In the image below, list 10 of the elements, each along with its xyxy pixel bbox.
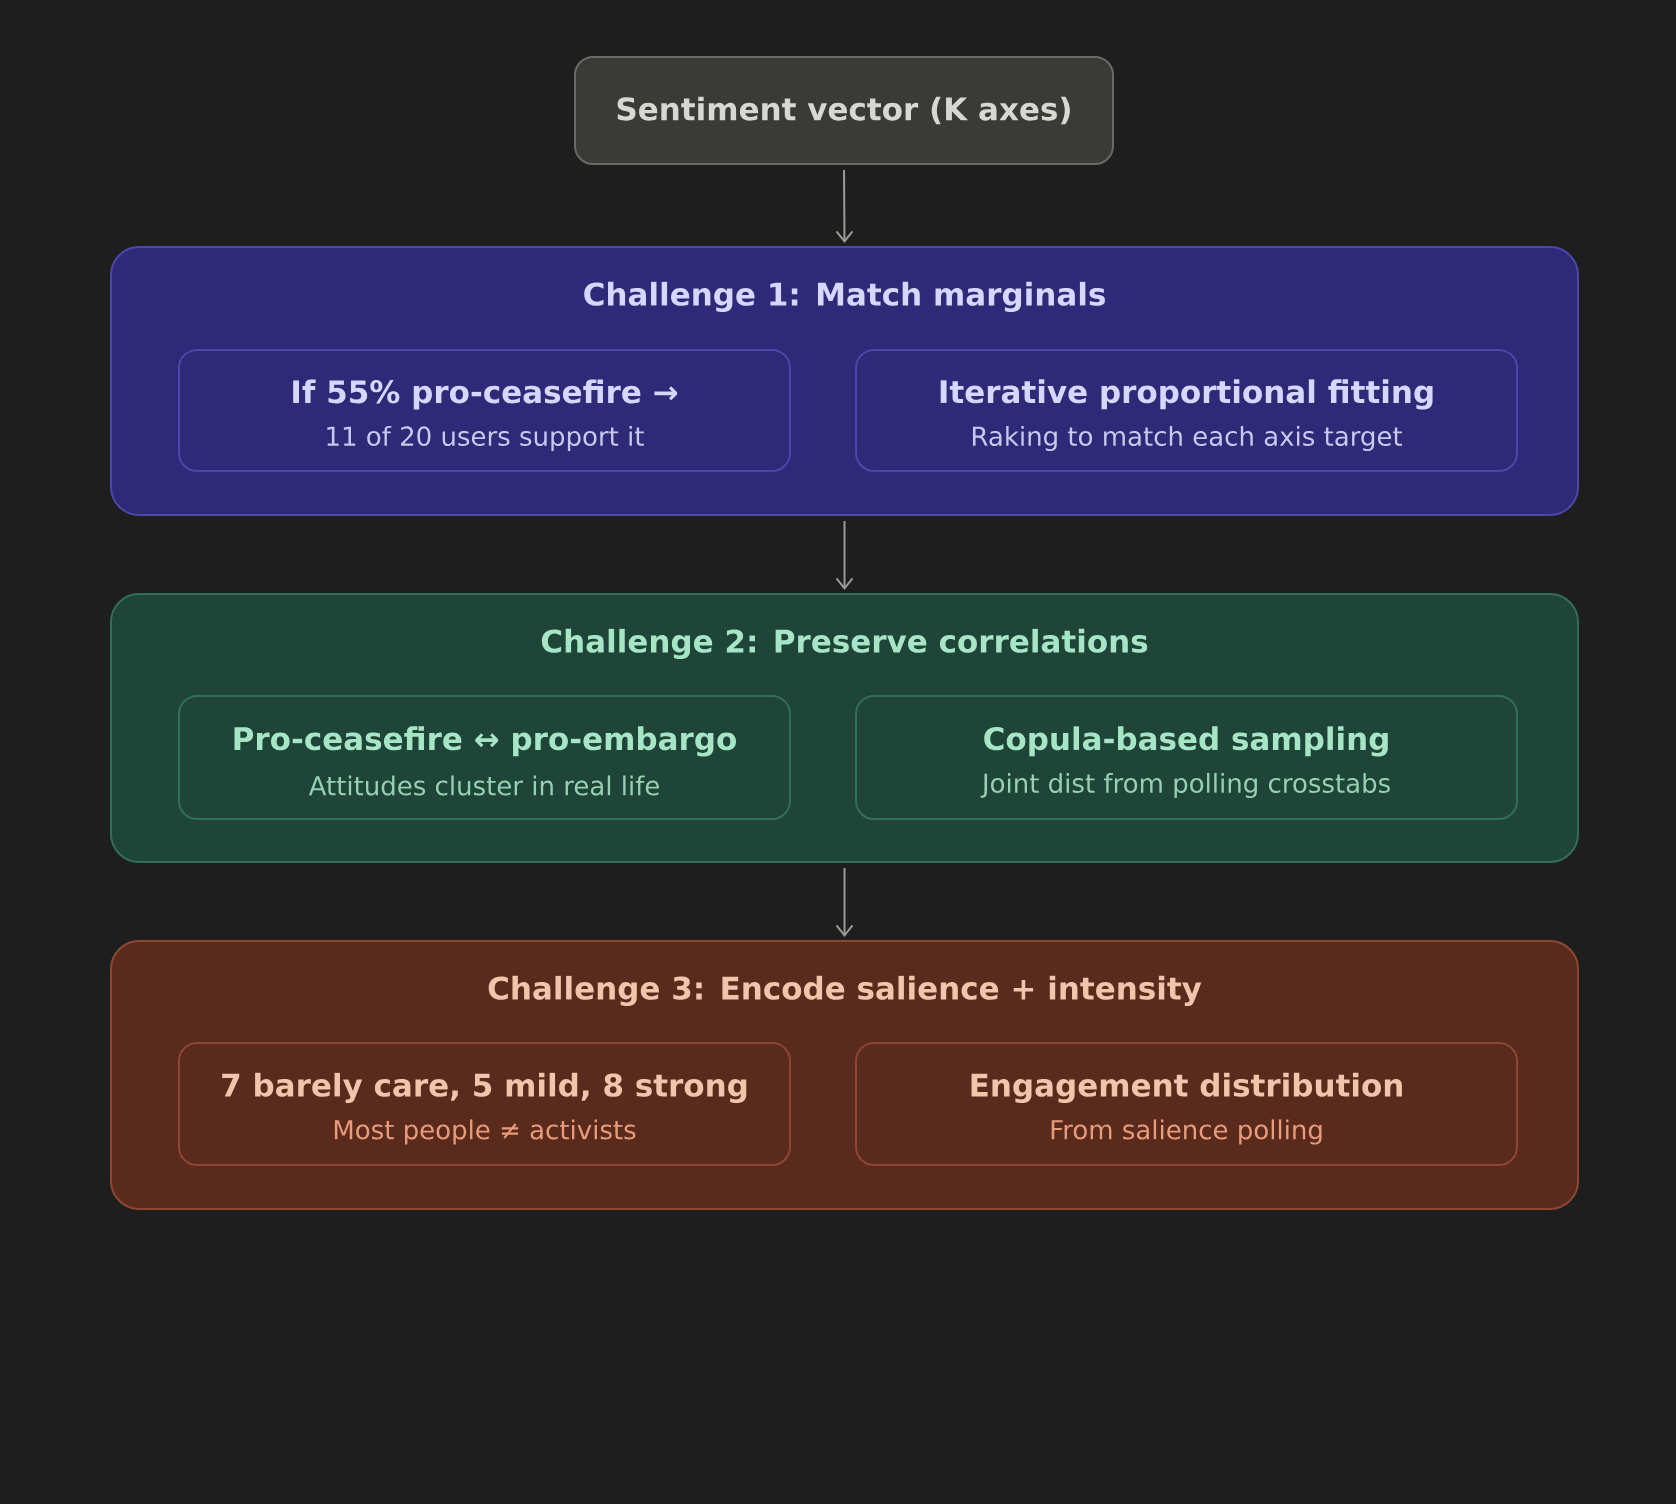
arrow xyxy=(835,520,854,590)
method-box: Copula-based sampling Joint dist from polling crosstabs xyxy=(855,695,1518,820)
method-box: Pro-ceasefire ↔ pro-embargo Attitudes cluster in real life xyxy=(178,695,791,820)
method-box: Iterative proportional fitting Raking to match each axis target xyxy=(855,349,1518,472)
method-box: 7 barely care, 5 mild, 8 strong Most people ≠ activists xyxy=(178,1042,791,1166)
arrow xyxy=(835,867,854,937)
arrow xyxy=(835,169,854,243)
method-box: If 55% pro-ceasefire → 11 of 20 users support it xyxy=(178,349,791,472)
input-box: Sentiment vector (K axes) xyxy=(574,56,1114,165)
method-box: Engagement distribution From salience polling xyxy=(855,1042,1518,1166)
